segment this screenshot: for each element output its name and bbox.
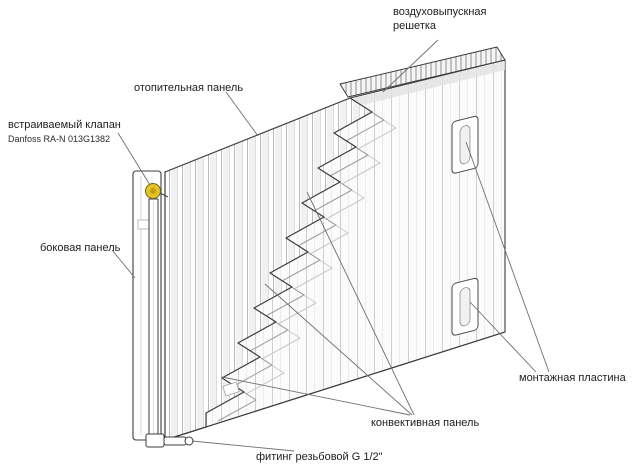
supply-pipe [148, 198, 159, 440]
leader-built-in-valve [117, 132, 151, 186]
leader-threaded-fitting [191, 440, 295, 452]
leader-convective-panel-1 [221, 376, 411, 416]
label-built-in-valve: встраиваемый клапан Danfoss RA-N 013G138… [8, 119, 130, 145]
label-heating-panel: отопительная панель [134, 82, 244, 94]
label-valve-model: Danfoss RA-N 013G1382 [8, 133, 111, 144]
mounting-plate-bottom [451, 277, 479, 336]
leader-mounting-plate-bottom [469, 301, 537, 373]
leader-mounting-plate-top [465, 141, 550, 373]
label-mounting-plate: монтажная пластина [519, 372, 626, 384]
leader-lines [111, 39, 550, 452]
mounting-plate-top [451, 115, 479, 174]
convector-fins [217, 105, 397, 422]
thermostatic-valve [145, 183, 169, 199]
leader-convective-panel-2 [264, 283, 413, 416]
air-vent-grille [339, 46, 506, 98]
panel-sticker [222, 381, 240, 397]
label-side-panel: боковая панель [40, 242, 121, 254]
front-heating-panel [164, 97, 373, 441]
bottom-edge [164, 331, 506, 441]
leader-side-panel [111, 249, 136, 279]
leader-heating-panel [225, 91, 259, 137]
leader-air-vent-grille [382, 39, 439, 93]
radiator-body [164, 46, 506, 441]
label-threaded-fitting: фитинг резьбовой G 1/2" [256, 451, 383, 463]
label-built-in-valve-title: встраиваемый клапан [8, 119, 121, 131]
leader-convective-panel-3 [306, 191, 415, 416]
label-convective-panel: конвективная панель [371, 417, 480, 429]
label-air-vent-grille: воздуховыпускная решетка [393, 6, 487, 32]
